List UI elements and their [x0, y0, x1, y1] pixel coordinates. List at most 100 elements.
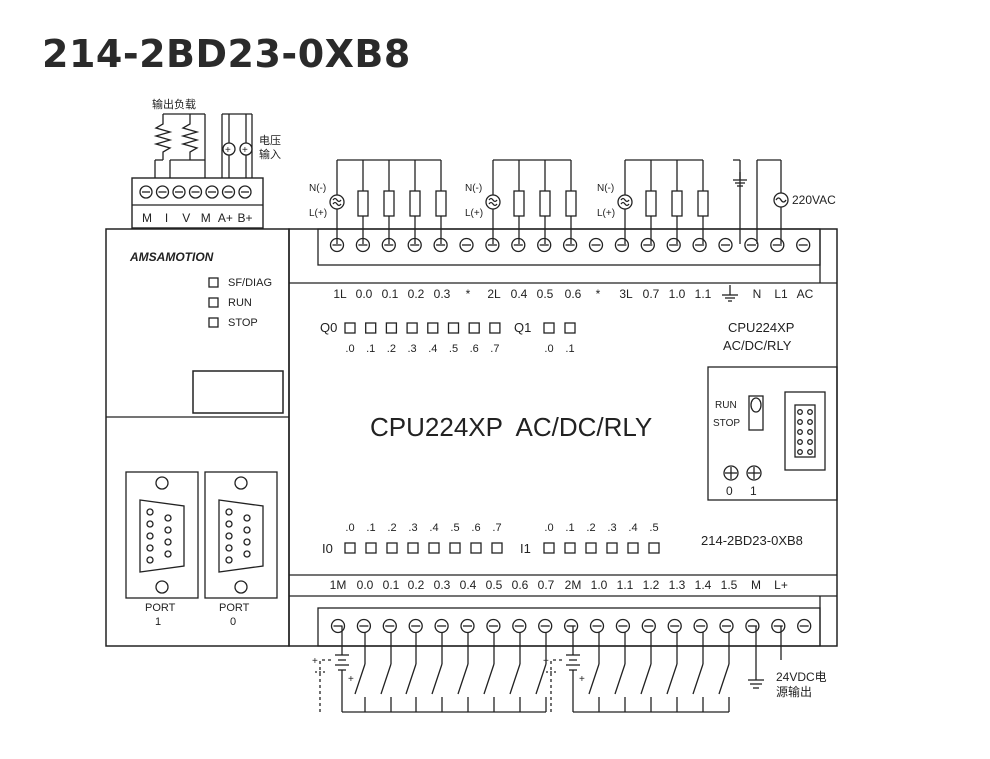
- port-0[interactable]: PORT 0: [204, 471, 278, 628]
- top-terminal-screw[interactable]: [459, 237, 474, 253]
- port-1[interactable]: PORT 1: [125, 471, 199, 628]
- bottom-terminal-screw[interactable]: [356, 618, 372, 634]
- expansion-pin: [807, 419, 813, 425]
- bottom-terminal-screw[interactable]: [408, 618, 423, 634]
- db9-pin: [225, 532, 233, 540]
- top-terminal-screw[interactable]: [770, 237, 785, 253]
- model-label-main: CPU224XP AC/DC/RLY: [370, 412, 652, 442]
- i0-bit-label: .1: [366, 522, 375, 534]
- top-terminal-screw[interactable]: [692, 237, 707, 253]
- q0-bit-label: .6: [470, 343, 479, 355]
- bottom-terminal-screw[interactable]: [615, 618, 631, 634]
- bottom-terminal-label: 0.2: [408, 578, 425, 592]
- analog-screw[interactable]: [205, 185, 219, 199]
- q0-label: Q0: [320, 320, 337, 335]
- top-output-wiring: N(-)L(+)N(-)L(+)N(-)L(+) 220VAC: [309, 159, 836, 244]
- relay-output-group: N(-)L(+): [597, 159, 709, 244]
- dc-output-label-1: 24VDC电: [776, 670, 827, 684]
- run-stop-switch[interactable]: [748, 395, 764, 431]
- bottom-terminal-screw[interactable]: [797, 618, 812, 634]
- db9-pin: [146, 544, 154, 552]
- bottom-terminal-screw[interactable]: [693, 618, 708, 634]
- bottom-terminal-screw[interactable]: [719, 618, 734, 634]
- brand-logo: AMSAMOTION: [129, 250, 214, 264]
- status-leds: SF/DIAG RUN STOP: [208, 277, 272, 329]
- top-terminal-label: *: [596, 287, 601, 301]
- bottom-terminal-screw[interactable]: [434, 618, 449, 634]
- bottom-terminal-label: 1.5: [721, 578, 738, 592]
- top-terminal-label: N: [753, 287, 762, 301]
- load-resistor-2: [180, 118, 200, 160]
- top-terminal-label: 2L: [487, 287, 501, 301]
- bottom-terminal-screw[interactable]: [667, 618, 682, 634]
- top-terminal-screw[interactable]: [666, 237, 681, 253]
- bottom-terminal-screw[interactable]: [460, 618, 475, 634]
- ac-source-icon: [485, 194, 501, 210]
- analog-screw[interactable]: [172, 185, 186, 199]
- i0-bit-label: .2: [387, 522, 396, 534]
- analog-screw[interactable]: [238, 185, 252, 199]
- load-icon: [671, 190, 683, 217]
- bottom-terminal-screw[interactable]: [486, 618, 501, 634]
- line-label: L(+): [309, 208, 327, 219]
- i0-led: [491, 542, 503, 554]
- relay-output-group: N(-)L(+): [309, 159, 447, 244]
- potentiometer-0[interactable]: [723, 465, 739, 481]
- expansion-pin: [807, 409, 813, 415]
- bottom-terminal-label: 0.1: [383, 578, 400, 592]
- bottom-terminal-screw[interactable]: [563, 618, 579, 634]
- bottom-terminal-label: L+: [774, 578, 788, 592]
- top-terminal-screw[interactable]: [588, 237, 604, 253]
- q0-bit-label: .4: [428, 343, 437, 355]
- plus-label: +: [312, 656, 318, 667]
- i1-led: [585, 542, 597, 554]
- top-terminal-screw[interactable]: [537, 237, 552, 253]
- bottom-terminal-label: 0.5: [486, 578, 503, 592]
- bottom-terminal-screw[interactable]: [512, 618, 527, 634]
- analog-screw[interactable]: [221, 185, 236, 199]
- plus-label: +: [543, 656, 549, 667]
- db9-pin: [146, 520, 154, 528]
- top-terminal-screw[interactable]: [562, 237, 578, 253]
- i1-led: [606, 542, 618, 554]
- analog-screw[interactable]: [188, 185, 203, 199]
- top-terminal-strip: [329, 237, 811, 253]
- q0-bit-label: .1: [366, 343, 375, 355]
- bottom-terminal-screw[interactable]: [538, 618, 553, 634]
- top-terminal-screw[interactable]: [796, 237, 811, 253]
- bottom-terminal-screw[interactable]: [641, 618, 656, 634]
- db9-pin: [243, 514, 251, 522]
- top-terminal-screw[interactable]: [614, 237, 630, 253]
- stop-led: [208, 317, 219, 328]
- bottom-terminal-screw[interactable]: [330, 618, 346, 634]
- switch-icon: [509, 663, 521, 695]
- expansion-pin: [807, 429, 813, 435]
- potentiometer-1[interactable]: [746, 465, 762, 481]
- top-terminal-screw[interactable]: [511, 237, 526, 253]
- top-terminal-label: 1L: [333, 287, 347, 301]
- db9-pin: [225, 544, 233, 552]
- bottom-terminal-strip: [330, 618, 812, 634]
- i0-bit-label: .5: [450, 522, 459, 534]
- top-terminal-screw[interactable]: [718, 237, 733, 253]
- analog-screw[interactable]: [139, 185, 153, 199]
- bottom-terminal-screw[interactable]: [589, 618, 605, 634]
- top-terminal-label: L1: [774, 287, 788, 301]
- top-terminal-screw[interactable]: [640, 237, 655, 253]
- top-terminal-label: 0.5: [537, 287, 554, 301]
- bottom-terminal-screw[interactable]: [745, 618, 760, 634]
- page-title: 214-2BD23-0XB8: [42, 32, 411, 76]
- top-terminal-label: 3L: [619, 287, 633, 301]
- i1-bit-label: .3: [607, 522, 616, 534]
- top-terminal-screw[interactable]: [744, 237, 759, 253]
- pot-1-label: 1: [750, 484, 757, 498]
- expansion-connector[interactable]: [784, 391, 826, 471]
- db9-pin: [225, 520, 233, 528]
- model-label-small-1: CPU224XP: [728, 320, 794, 335]
- i0-bit-label: .7: [492, 522, 501, 534]
- bottom-terminal-screw[interactable]: [771, 618, 786, 634]
- analog-terminal-label: V: [182, 211, 190, 225]
- analog-screw[interactable]: [155, 185, 170, 199]
- bottom-terminal-screw[interactable]: [382, 618, 397, 634]
- q0-bit-label: .0: [345, 343, 354, 355]
